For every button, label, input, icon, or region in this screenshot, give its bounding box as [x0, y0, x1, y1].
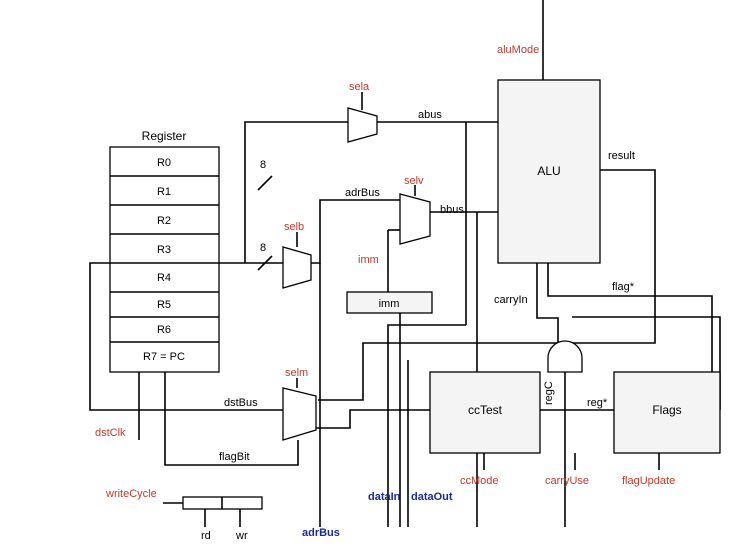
label-selv: selv	[404, 175, 424, 187]
register-r5: R5	[157, 299, 171, 311]
alu-unit: ALU	[497, 79, 601, 264]
register-file: Register R0 R1 R2 R3 R4 R5 R6 R7 = PC	[109, 129, 220, 373]
mux-sela	[347, 107, 378, 143]
label-selb: selb	[284, 221, 304, 233]
label-sela: sela	[349, 81, 370, 93]
mux-selb	[282, 246, 312, 289]
register-r0: R0	[157, 157, 171, 169]
flags-label: Flags	[652, 403, 681, 417]
cctest-unit: ccTest	[429, 371, 541, 454]
label-abus: abus	[418, 109, 442, 121]
wires	[89, 0, 721, 527]
label-bbus: bbus	[440, 204, 464, 216]
register-r7-pc: R7 = PC	[143, 351, 185, 363]
label-dataout: dataOut	[411, 491, 453, 503]
label-width-a: 8	[260, 159, 266, 171]
label-carryuse: carryUse	[545, 475, 589, 487]
cctest-label: ccTest	[468, 403, 503, 417]
label-dstbus: dstBus	[224, 397, 258, 409]
imm-box-label: imm	[379, 298, 400, 310]
flags-unit: Flags	[613, 371, 721, 454]
write-cycle-block	[182, 496, 263, 510]
label-reg-star: reg*	[587, 397, 608, 409]
register-r1: R1	[157, 186, 171, 198]
label-carryin: carryIn	[494, 294, 528, 306]
label-flagupdate: flagUpdate	[622, 475, 675, 487]
label-wr: wr	[235, 530, 248, 542]
imm-box: imm	[346, 291, 433, 314]
label-imm-control: imm	[358, 254, 379, 266]
label-writecycle: writeCycle	[105, 488, 157, 500]
register-file-title: Register	[142, 129, 187, 143]
label-rd: rd	[201, 530, 211, 542]
label-adrbus-bottom: adrBus	[302, 527, 340, 539]
label-dstclk: dstClk	[95, 427, 126, 439]
register-r6: R6	[157, 324, 171, 336]
label-flag-star: flag*	[612, 281, 635, 293]
muxes	[282, 107, 431, 441]
label-alumode: aluMode	[497, 44, 539, 56]
label-ccmode: ccMode	[460, 475, 499, 487]
label-adrbus-top: adrBus	[345, 187, 380, 199]
alu-label: ALU	[537, 164, 560, 178]
label-regc: regC	[543, 381, 555, 405]
label-selm: selm	[285, 367, 308, 379]
and-gate	[547, 340, 583, 373]
register-r4: R4	[157, 272, 171, 284]
register-r2: R2	[157, 215, 171, 227]
mux-selm	[282, 387, 317, 441]
label-datain: dataIn	[368, 491, 401, 503]
mux-selv	[399, 193, 431, 245]
register-r3: R3	[157, 244, 171, 256]
label-width-b: 8	[260, 242, 266, 254]
label-result: result	[608, 150, 635, 162]
label-flagbit: flagBit	[219, 451, 250, 463]
